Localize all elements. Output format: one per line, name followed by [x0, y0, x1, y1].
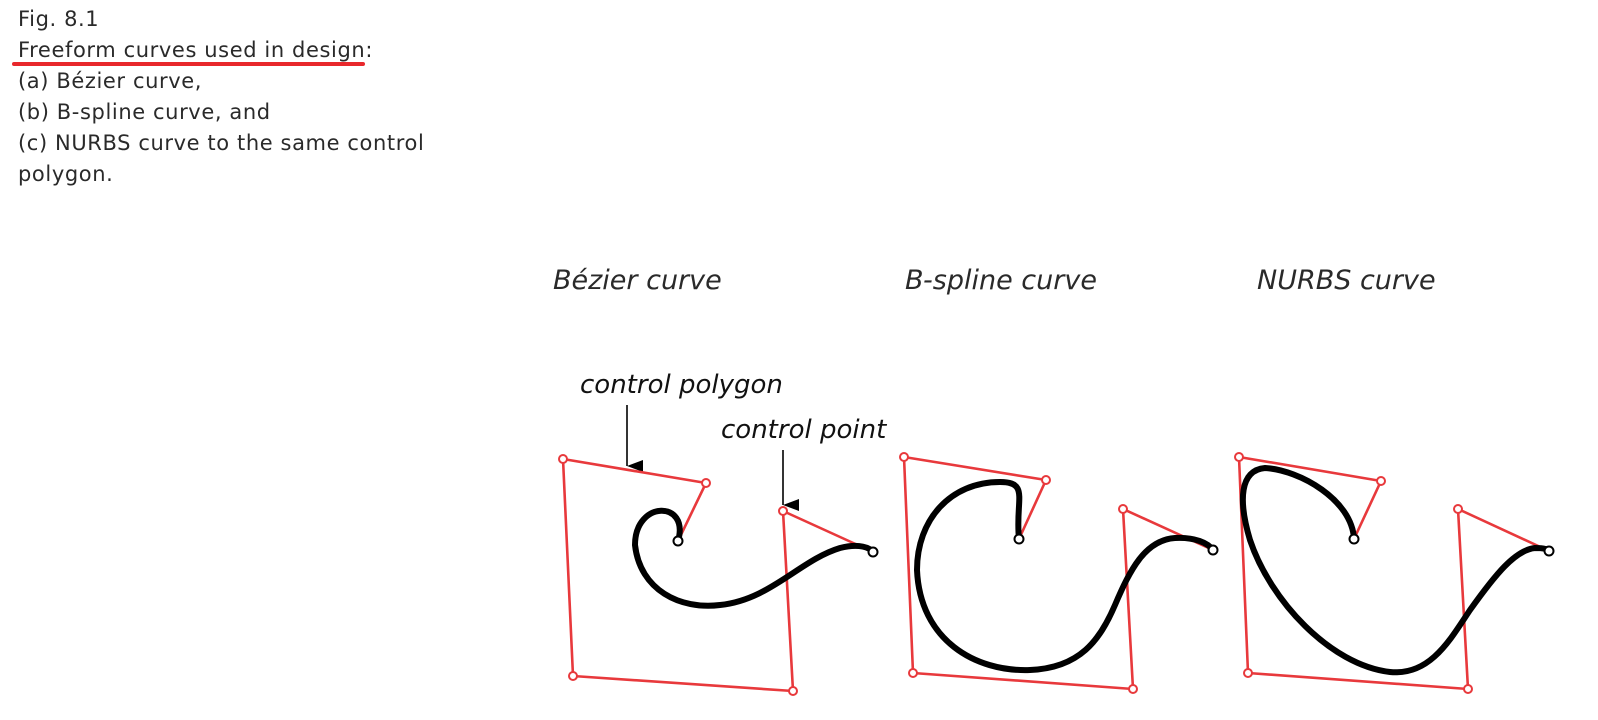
control-polygon-label: control polygon: [580, 370, 783, 400]
figure-caption: Fig. 8.1 Freeform curves used in design …: [12, 4, 478, 190]
figure-number: Fig. 8.1: [18, 7, 100, 31]
nurbs-panel-title: NURBS curve: [1257, 265, 1436, 296]
bspline-panel: [899, 452, 1219, 694]
caption-title-line: Freeform curves used in design :: [12, 35, 478, 66]
bspline-curve: [913, 478, 1216, 674]
bspline-panel-title: B-spline curve: [905, 265, 1097, 296]
control-point-label: control point: [721, 415, 887, 445]
bezier-control-point: [558, 454, 568, 464]
bezier-end-point: [867, 546, 879, 558]
bspline-start-point: [1013, 533, 1025, 545]
nurbs-control-point: [1463, 684, 1473, 694]
caption-item-b: (b) B-spline curve, and: [18, 100, 271, 124]
nurbs-panel: [1234, 452, 1555, 694]
nurbs-control-point: [1376, 476, 1386, 486]
nurbs-control-point: [1453, 504, 1463, 514]
bezier-control-point: [788, 686, 798, 696]
nurbs-curve: [1239, 464, 1552, 676]
nurbs-control-point: [1234, 452, 1244, 462]
caption-item-a: (a) Bézier curve,: [18, 69, 203, 93]
bspline-end-point: [1207, 544, 1219, 556]
bezier-control-point: [701, 478, 711, 488]
bezier-start-point: [672, 535, 684, 547]
bspline-control-point: [1128, 684, 1138, 694]
bezier-control-point: [778, 506, 788, 516]
bezier-control-point: [568, 671, 578, 681]
bezier-control-polygon: [561, 457, 874, 693]
caption-title-colon: :: [365, 38, 374, 62]
bspline-control-point: [899, 452, 909, 462]
bspline-control-point: [908, 668, 918, 678]
bspline-control-point: [1118, 504, 1128, 514]
bspline-control-polygon: [902, 455, 1214, 691]
red-underline-mark: [12, 62, 366, 66]
caption-title-highlight: Freeform curves used in design: [12, 35, 366, 66]
bezier-panel-title: Bézier curve: [553, 265, 722, 296]
caption-title: Freeform curves used in design: [18, 38, 366, 62]
nurbs-control-point: [1243, 668, 1253, 678]
nurbs-end-point: [1543, 545, 1555, 557]
bezier-panel: [558, 454, 879, 696]
nurbs-start-point: [1348, 533, 1360, 545]
bspline-control-point: [1041, 475, 1051, 485]
bezier-curve: [631, 507, 876, 609]
caption-item-c: (c) NURBS curve to the same control poly…: [18, 131, 425, 186]
